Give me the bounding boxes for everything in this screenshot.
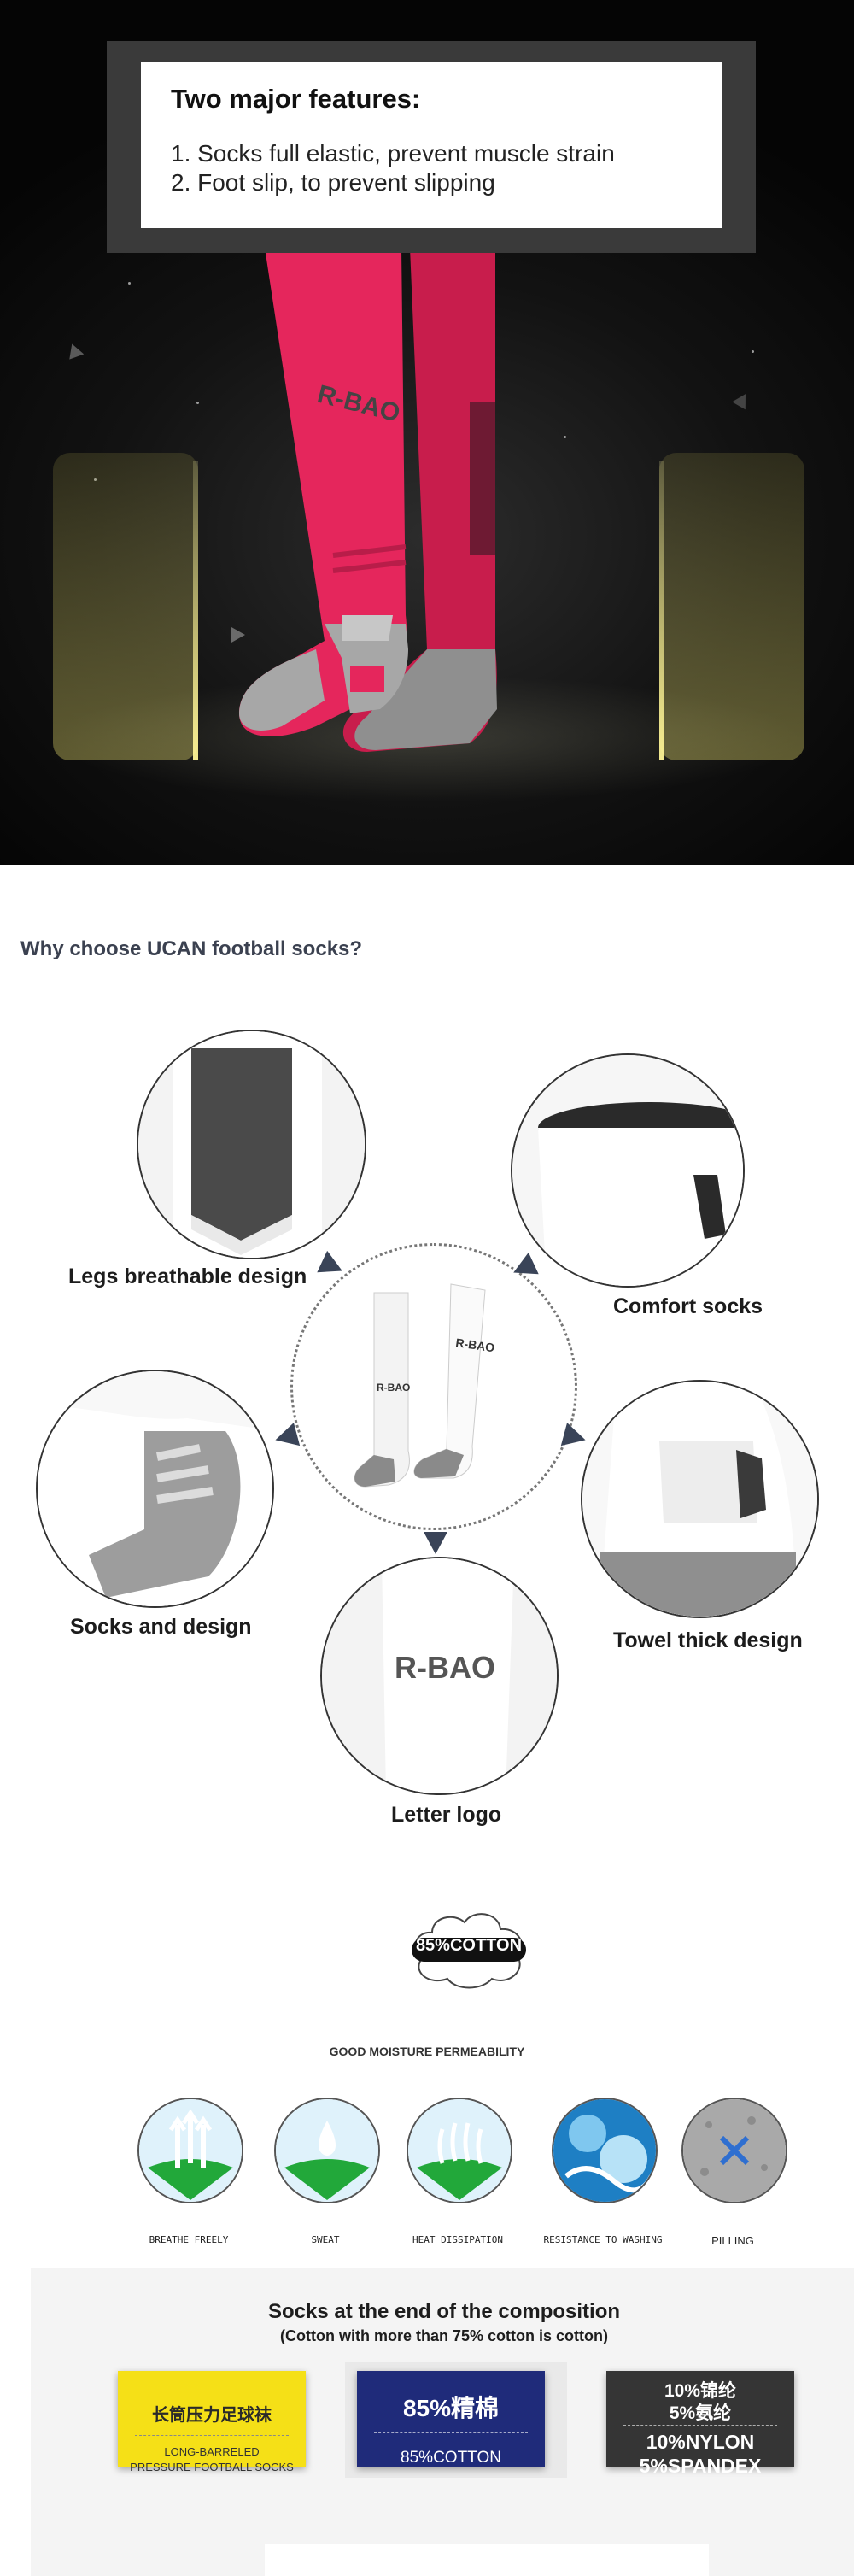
breathe-icon [137,2098,243,2203]
card2-divider [374,2432,528,2433]
card3-divider [623,2425,777,2426]
moisture-heading: GOOD MOISTURE PERMEABILITY [329,2045,525,2058]
composition-title: Socks at the end of the composition [267,2300,621,2323]
bottom-strip [265,2544,709,2576]
icon-label-heat: HEAT DISSIPATION [412,2234,503,2245]
sweat-icon [274,2098,380,2203]
card1-english-1: LONG-BARRELED [164,2445,260,2458]
card1-english-2: PRESSURE FOOTBALL SOCKS [130,2461,294,2473]
callout-socks-design: Socks and design [70,1615,252,1639]
icon-label-breathe: BREATHE FREELY [149,2234,229,2245]
feature-line-1: 1. Socks full elastic, prevent muscle st… [171,140,615,167]
card3-english-1: 10%NYLON [646,2431,755,2453]
card2-english: 85%COTTON [401,2449,501,2467]
card-long-barreled [118,2371,306,2467]
why-section-title: Why choose UCAN football socks? [20,937,363,960]
card2-chinese: 85%精棉 [402,2395,500,2421]
comfort-socks-circle [511,1053,745,1288]
icon-label-washing: RESISTANCE TO WASHING [543,2234,663,2245]
heat-icon [407,2098,512,2203]
card-85-cotton [357,2371,545,2467]
card1-chinese: 长筒压力足球袜 [152,2406,272,2425]
cotton-tag-label: 85%COTTON [415,1936,523,1955]
card3-english-2: 5%SPANDEX [639,2455,762,2477]
letter-logo-circle: R-BAO [320,1557,559,1795]
letter-logo-text: R-BAO [395,1650,495,1685]
card3-chinese-2: 5%氨纶 [669,2403,732,2423]
pilling-icon [681,2098,787,2203]
card3-chinese-1: 10%锦纶 [664,2381,737,2401]
icon-label-sweat: SWEAT [311,2234,340,2245]
arrow-letter-logo [424,1532,447,1554]
washing-icon [552,2098,658,2203]
feature-box [141,62,722,228]
composition-subtitle: (Cotton with more than 75% cotton is cot… [280,2327,608,2344]
callout-comfort-socks: Comfort socks [613,1294,763,1318]
center-socks-circle: R-BAO R-BAO [290,1243,577,1530]
feature-title: Two major features: [171,84,421,114]
towel-thick-circle [581,1380,819,1618]
center-sock-logo-right: R-BAO [455,1335,496,1354]
callout-letter-logo: Letter logo [391,1803,502,1827]
card-nylon-spandex [606,2371,794,2467]
icon-label-pilling: PILLING [711,2234,754,2247]
pink-socks-illustration: R-BAO [239,248,497,752]
socks-design-circle [36,1370,274,1608]
cotton-cloud-icon [412,1913,526,1989]
callout-towel-thick: Towel thick design [613,1628,803,1652]
white-socks-pair: R-BAO R-BAO [354,1283,496,1488]
feature-line-2: 2. Foot slip, to prevent slipping [171,169,495,196]
hero-banner: R-BAO Two major features: 1. Socks full … [0,0,854,865]
card1-divider [135,2435,289,2436]
legs-breathable-circle [137,1030,366,1259]
callout-legs-breathable: Legs breathable design [68,1265,307,1288]
center-sock-logo-left: R-BAO [377,1382,410,1394]
